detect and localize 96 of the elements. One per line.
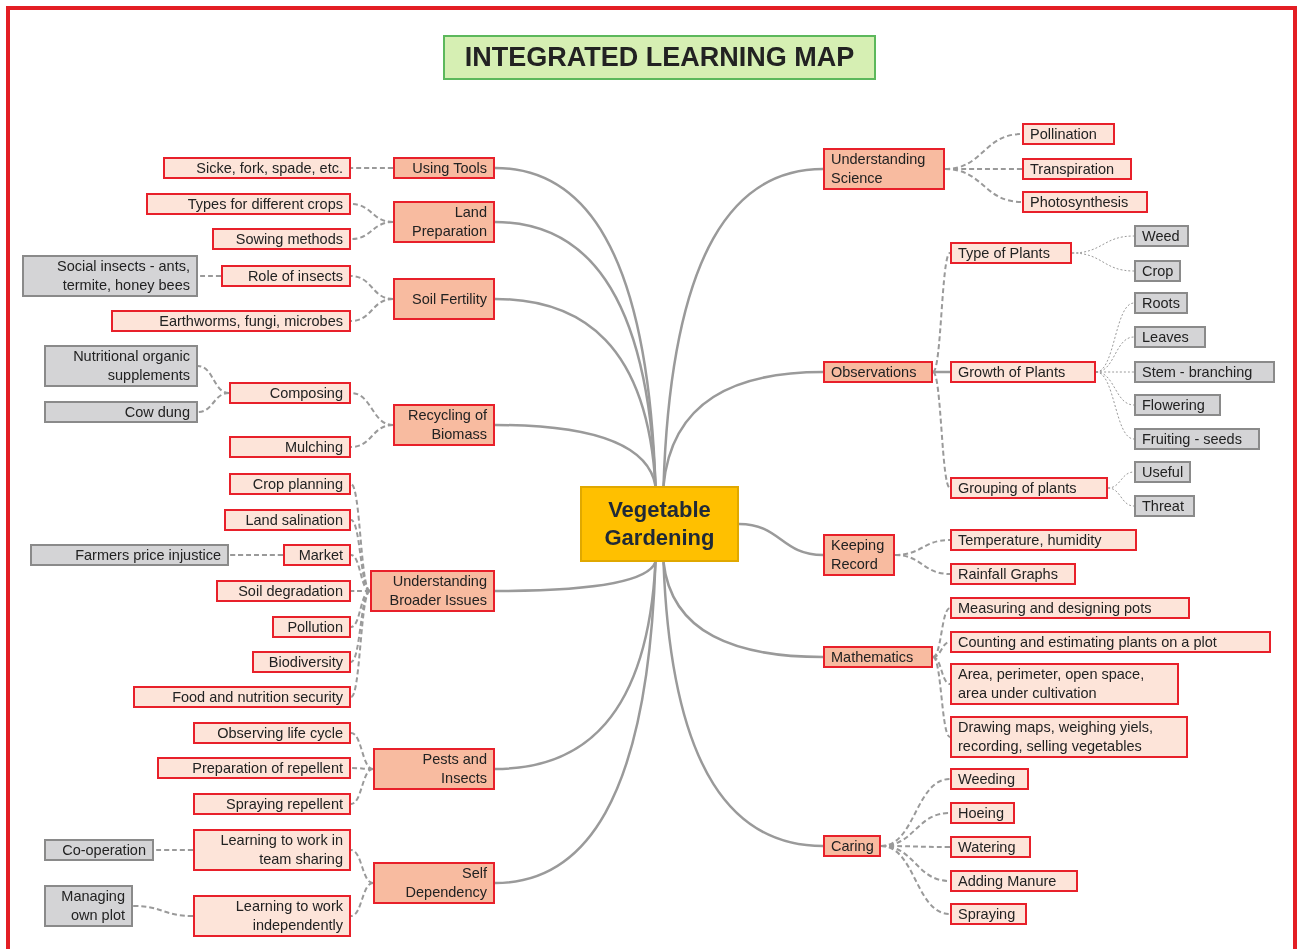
subtopic-box: Spraying repellent [193,793,351,815]
connector-line [495,561,657,593]
connector-line [350,768,374,805]
detail-box: Co-operation [44,839,154,861]
subtopic-box: Transpiration [1022,158,1132,180]
subtopic-box: Measuring and designing pots [950,597,1190,619]
subtopic-box: Pollution [272,616,351,638]
subtopic-box: Area, perimeter, open space, area under cultivation [950,663,1179,705]
detail-box: Fruiting - seeds [1134,428,1260,450]
subtopic-box: Weeding [950,768,1029,790]
subtopic-box: Adding Manure [950,870,1078,892]
subtopic-box: Type of Plants [950,242,1072,264]
detail-box: Flowering [1134,394,1221,416]
connector-line [932,641,951,658]
connector-line [350,221,394,240]
subtopic-box: Soil degradation [216,580,351,602]
connector-line [662,167,824,487]
connector-line [738,522,824,557]
subtopic-box: Composing [229,382,351,404]
topic-box: Mathematics [823,646,933,668]
connector-line [662,561,824,848]
connector-line [944,168,1023,203]
detail-box: Useful [1134,461,1191,483]
subtopic-box: Types for different crops [146,193,351,215]
topic-box: Soil Fertility [393,278,495,320]
detail-box: Stem - branching [1134,361,1275,383]
detail-box: Social insects - ants, termite, honey bees [22,255,198,297]
topic-box: Understanding Science [823,148,945,190]
subtopic-box: Counting and estimating plants on a plot [950,631,1271,653]
connector-line [350,519,371,592]
subtopic-box: Learning to work independently [193,895,351,937]
connector-line [880,845,951,915]
detail-box: Farmers price injustice [30,544,229,566]
subtopic-box: Rainfall Graphs [950,563,1076,585]
detail-box: Weed [1134,225,1189,247]
topic-box: Caring [823,835,881,857]
subtopic-box: Growth of Plants [950,361,1096,383]
connector-line [228,554,284,556]
central-topic-box: Vegetable Gardening [580,486,739,562]
connector-line [494,561,657,885]
detail-box: Leaves [1134,326,1206,348]
subtopic-box: Land salination [224,509,351,531]
subtopic-box: Hoeing [950,802,1015,824]
subtopic-box: Spraying [950,903,1027,925]
subtopic-box: Earthworms, fungi, microbes [111,310,351,332]
subtopic-box: Drawing maps, weighing yiels, recording, selling vegetables [950,716,1188,758]
title-banner: INTEGRATED LEARNING MAP [443,35,876,80]
connector-line [1071,252,1135,272]
topic-box: Using Tools [393,157,495,179]
subtopic-box: Watering [950,836,1031,858]
topic-box: Understanding Broader Issues [370,570,495,612]
connector-line [350,167,394,169]
subtopic-box: Biodiversity [252,651,351,673]
connector-line [197,392,230,413]
subtopic-box: Photosynthesis [1022,191,1148,213]
connector-line [894,554,951,575]
connector-line [932,371,951,489]
connector-line [932,252,951,373]
detail-box: Crop [1134,260,1181,282]
connector-line [494,423,657,487]
connector-line [932,607,951,658]
subtopic-box: Food and nutrition security [133,686,351,708]
subtopic-box: Market [283,544,351,566]
subtopic-box: Sowing methods [212,228,351,250]
connector-line [350,483,371,592]
subtopic-box: Sicke, fork, spade, etc. [163,157,351,179]
connector-line [350,590,371,663]
connector-line [350,590,371,698]
topic-box: Land Preparation [393,201,495,243]
subtopic-box: Grouping of plants [950,477,1108,499]
topic-box: Self Dependency [373,862,495,904]
subtopic-box: Pollination [1022,123,1115,145]
connector-line [132,905,194,917]
connector-line [932,656,951,685]
subtopic-box: Role of insects [221,265,351,287]
connector-line [197,275,222,277]
detail-box: Cow dung [44,401,198,423]
topic-box: Keeping Record [823,534,895,576]
connector-line [153,849,194,851]
topic-box: Recycling of Biomass [393,404,495,446]
connector-line [494,297,657,487]
detail-box: Managing own plot [44,885,133,927]
connector-line [350,732,374,770]
topic-box: Pests and Insects [373,748,495,790]
subtopic-box: Crop planning [229,473,351,495]
subtopic-box: Temperature, humidity [950,529,1137,551]
connector-line [932,656,951,738]
detail-box: Nutritional organic supplements [44,345,198,387]
detail-box: Roots [1134,292,1188,314]
subtopic-box: Mulching [229,436,351,458]
subtopic-box: Observing life cycle [193,722,351,744]
topic-box: Observations [823,361,933,383]
connector-line [662,370,824,487]
detail-box: Threat [1134,495,1195,517]
subtopic-box: Learning to work in team sharing [193,829,351,871]
subtopic-box: Preparation of repellent [157,757,351,779]
